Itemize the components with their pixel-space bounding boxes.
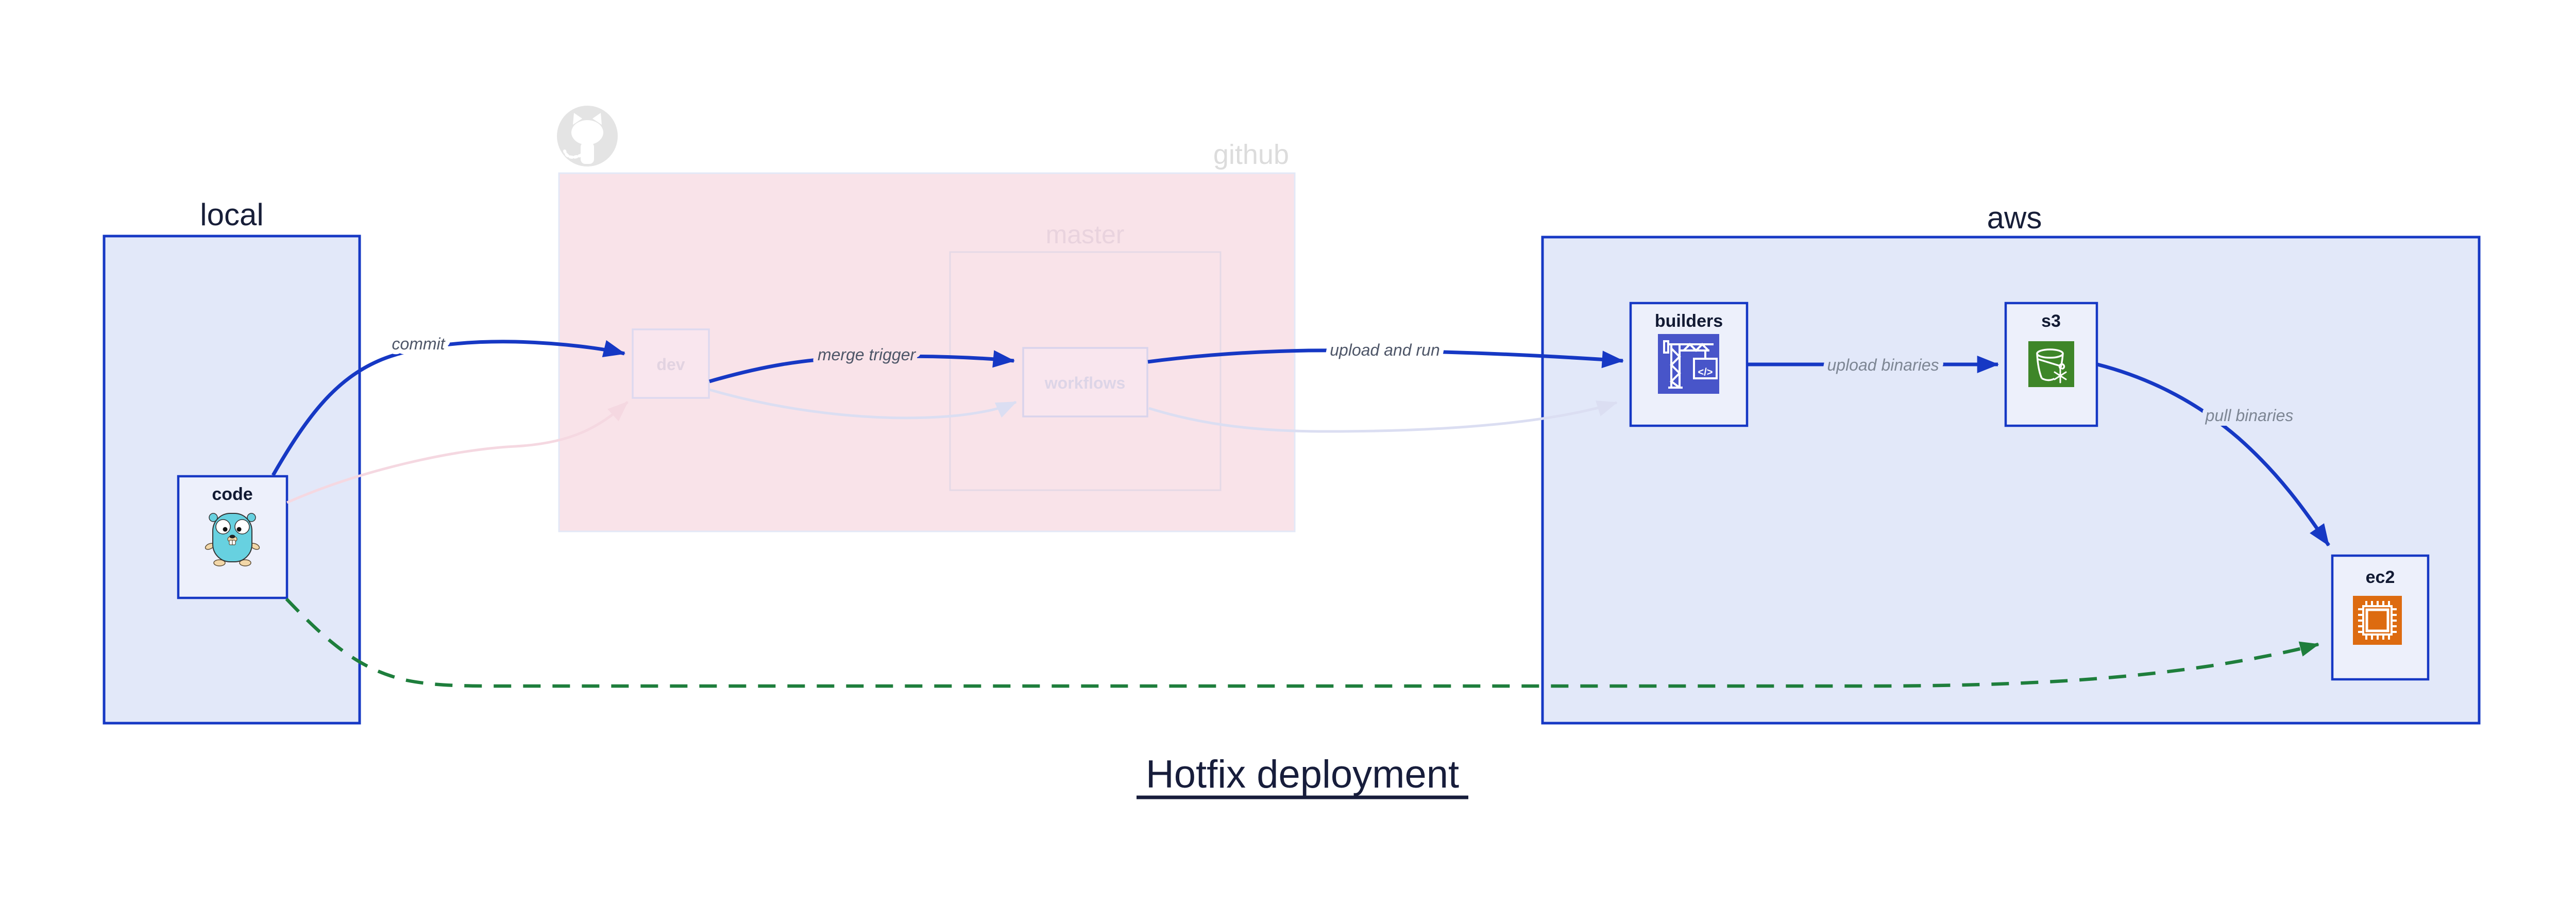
cluster-local: local code	[103, 197, 361, 725]
edge-workflows-to-builders-faded	[1148, 400, 1618, 433]
edge-dev-to-workflows-faded	[709, 388, 1017, 420]
node-workflows	[1022, 347, 1148, 417]
upload-binaries-edge-label: upload binaries	[1827, 356, 1939, 374]
codebuild-crane-icon: </>	[1658, 334, 1719, 394]
cluster-aws: aws builders </> s3	[1541, 201, 2481, 725]
s3-node-label: s3	[2041, 311, 2061, 331]
pull-binaries-edge-label: pull binaries	[2205, 406, 2294, 425]
s3-bucket-icon	[2028, 341, 2074, 387]
github-cluster-label: github	[1213, 139, 1289, 170]
edge-upload-and-run	[1147, 348, 1624, 369]
edge-pull-binaries	[2097, 362, 2330, 546]
codebuild-code-glyph: </>	[1698, 366, 1713, 378]
ec2-chip-icon	[2353, 596, 2402, 645]
edge-merge-trigger	[709, 350, 1015, 383]
edge-code-to-dev-faded	[286, 401, 629, 504]
master-cluster-label: master	[1046, 220, 1125, 249]
diagram-title: Hotfix deployment	[1146, 753, 1459, 796]
gopher-icon	[205, 513, 260, 566]
cluster-github: github master dev workflows	[557, 106, 1296, 532]
github-logo-icon	[557, 106, 618, 166]
ec2-node-label: ec2	[2366, 567, 2395, 587]
upload-and-run-edge-label: upload and run	[1330, 341, 1440, 359]
dev-node-label: dev	[656, 355, 685, 374]
node-dev	[632, 328, 710, 399]
merge-trigger-edge-label: merge trigger	[818, 345, 917, 364]
aws-cluster-label: aws	[1987, 201, 2042, 235]
master-cluster-box	[949, 251, 1222, 491]
edge-hotfix-direct-deploy	[285, 597, 2319, 688]
edge-commit	[271, 340, 626, 476]
commit-edge-label: commit	[392, 335, 445, 353]
code-node-label: code	[212, 485, 252, 504]
local-cluster-label: local	[200, 197, 263, 232]
workflows-node-label: workflows	[1044, 374, 1125, 392]
builders-node-label: builders	[1655, 311, 1723, 331]
